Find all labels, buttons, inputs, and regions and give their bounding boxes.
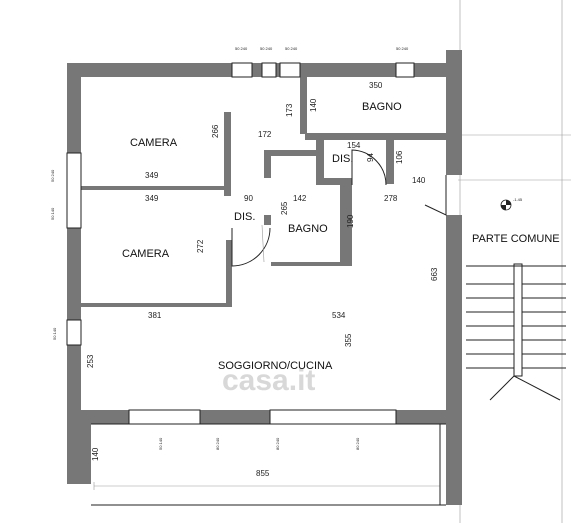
dim-94: 94 [366, 153, 375, 162]
dim-855: 855 [256, 469, 270, 478]
room-dis-right: DIS. [332, 153, 353, 165]
window-label-11: 80 240 [215, 437, 220, 450]
dim-106: 106 [395, 150, 404, 164]
dim-349-top: 349 [145, 171, 159, 180]
common-stairs [466, 263, 566, 401]
dim-173: 173 [285, 103, 294, 117]
windows [66, 62, 446, 506]
dim-265: 265 [280, 201, 289, 215]
room-parte-comune: PARTE COMUNE [472, 233, 560, 245]
window-label-8: 50 140 [158, 437, 163, 450]
window-label-10: 80 240 [355, 437, 360, 450]
dim-278: 278 [384, 194, 398, 203]
interior-walls [81, 76, 446, 307]
window-label-6: 50 140 [50, 207, 55, 220]
dim-172: 172 [258, 130, 272, 139]
dim-90: 90 [244, 194, 253, 203]
level-marker: -1.45 [500, 197, 523, 211]
dim-140-right: 140 [412, 176, 426, 185]
room-camera-bottom: CAMERA [122, 248, 170, 260]
dim-350: 350 [369, 81, 383, 90]
dim-253: 253 [86, 354, 95, 368]
dim-190: 190 [346, 214, 355, 228]
exterior-walls [67, 50, 462, 505]
window-label-3: 50 240 [285, 46, 298, 51]
watermark: casa.it [222, 364, 315, 397]
room-bagno-center: BAGNO [288, 223, 328, 235]
window-label-5: 50 240 [50, 169, 55, 182]
dim-266: 266 [211, 124, 220, 138]
dim-355: 355 [344, 333, 353, 347]
dim-142: 142 [293, 194, 307, 203]
reference-lines [93, 0, 571, 523]
dim-349-bottom: 349 [145, 194, 159, 203]
window-label-7: 50 140 [52, 327, 57, 340]
dim-534: 534 [332, 311, 346, 320]
room-camera-top: CAMERA [130, 137, 178, 149]
window-label-1: 50 240 [235, 46, 248, 51]
elevation-label: -1.45 [513, 197, 523, 202]
window-labels: 50 240 50 240 50 240 50 240 50 240 50 14… [50, 46, 409, 450]
dimension-labels: 350 140 173 266 172 154 94 106 140 349 3… [86, 81, 439, 478]
room-dis-left: DIS. [234, 211, 255, 223]
room-bagno-top: BAGNO [362, 101, 402, 113]
window-label-9: 80 240 [275, 437, 280, 450]
dim-381: 381 [148, 311, 162, 320]
dim-140-bagno: 140 [309, 98, 318, 112]
doors [231, 149, 447, 267]
window-label-4: 50 240 [396, 46, 409, 51]
dim-154: 154 [347, 141, 361, 150]
room-soggiorno-cucina: SOGGIORNO/CUCINA [218, 360, 333, 372]
window-label-2: 50 240 [260, 46, 273, 51]
room-labels: CAMERA CAMERA BAGNO BAGNO DIS. DIS. SOGG… [122, 101, 560, 372]
dim-272: 272 [196, 239, 205, 253]
dim-663: 663 [430, 267, 439, 281]
dim-140-terrace: 140 [91, 447, 100, 461]
